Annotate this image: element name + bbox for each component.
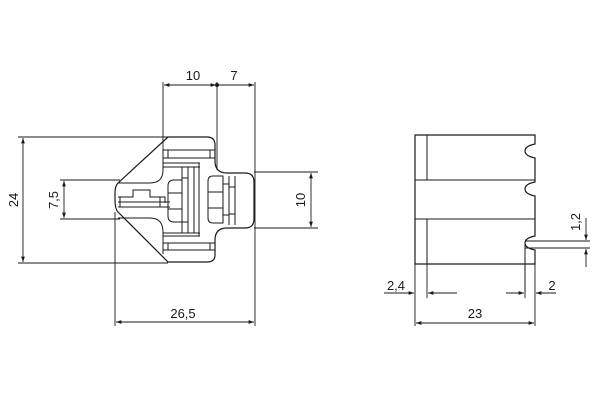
dim-label-top-left: 10 <box>186 68 200 83</box>
dim-label-slot: 7,5 <box>46 191 61 209</box>
front-body-outline <box>114 136 255 263</box>
dim-label-width: 26,5 <box>170 306 195 321</box>
side-section-lines <box>415 135 535 264</box>
side-body-outline <box>414 134 536 265</box>
front-right-tab-rails <box>223 176 236 225</box>
front-view: 10 7 24 7,5 10 26,5 <box>6 68 318 326</box>
dim-label-tab: 10 <box>293 193 308 207</box>
dim-label-length: 23 <box>468 306 482 321</box>
front-center-divider <box>181 163 200 236</box>
dim-label-top-right: 7 <box>230 68 237 83</box>
dim-label-height: 24 <box>6 193 21 207</box>
side-view: 2,4 2 23 1,2 <box>384 134 590 326</box>
front-left-inner-contour <box>118 149 164 254</box>
side-extension-lines <box>414 264 536 326</box>
dim-label-right-offset: 2 <box>548 278 555 293</box>
front-right-contact-pocket <box>207 175 224 224</box>
front-extension-lines <box>18 82 318 326</box>
front-left-contact-pocket <box>167 179 183 223</box>
front-left-pin-slot <box>118 189 170 208</box>
front-bottom-rails <box>163 232 215 251</box>
dim-label-pin: 1,2 <box>568 213 583 231</box>
dim-label-left-offset: 2,4 <box>387 278 405 293</box>
dim-point <box>215 83 219 87</box>
front-top-rails <box>163 149 215 168</box>
